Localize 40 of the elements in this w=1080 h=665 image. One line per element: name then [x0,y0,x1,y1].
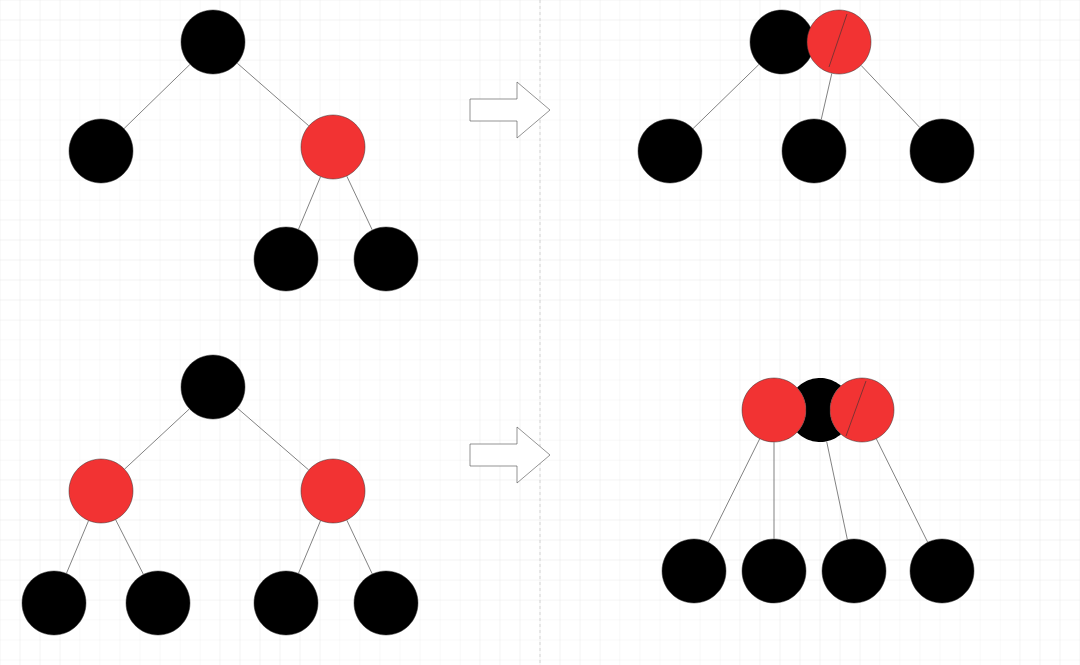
tree-edge [123,64,191,129]
tree-edge [708,438,760,543]
tree-node [68,458,134,524]
tree-node [821,538,887,604]
tree-node [125,570,191,636]
tree-node [637,118,703,184]
tree-edge [124,408,190,470]
tree-edge [692,64,760,129]
tree-node [180,9,246,75]
tree-edge [237,407,309,471]
tree-node [353,226,419,292]
tree-edge [115,519,144,575]
tree-edge [298,520,321,574]
tree-edge [66,520,89,574]
tree-node [741,377,807,443]
tree-node [68,118,134,184]
tree-edge [876,438,928,543]
tree-node [661,538,727,604]
tree-edge [820,73,833,120]
tree-edge [346,175,373,231]
tree-node [909,538,975,604]
tree-node [781,118,847,184]
tree-node [909,118,975,184]
tree-node [741,538,807,604]
tree-edge [826,441,848,540]
tree-node [21,570,87,636]
tree-edge [860,65,921,128]
tree-node [829,377,895,443]
tree-edge [236,62,310,127]
tree-node [180,354,246,420]
tree-edge [298,176,321,230]
tree-node [353,570,419,636]
tree-edge [773,441,775,540]
tree-node [300,458,366,524]
tree-node [806,9,872,75]
tree-node [300,114,366,180]
tree-node [253,226,319,292]
tree-node [253,570,319,636]
tree-node [797,378,841,442]
tree-edge [346,519,373,575]
